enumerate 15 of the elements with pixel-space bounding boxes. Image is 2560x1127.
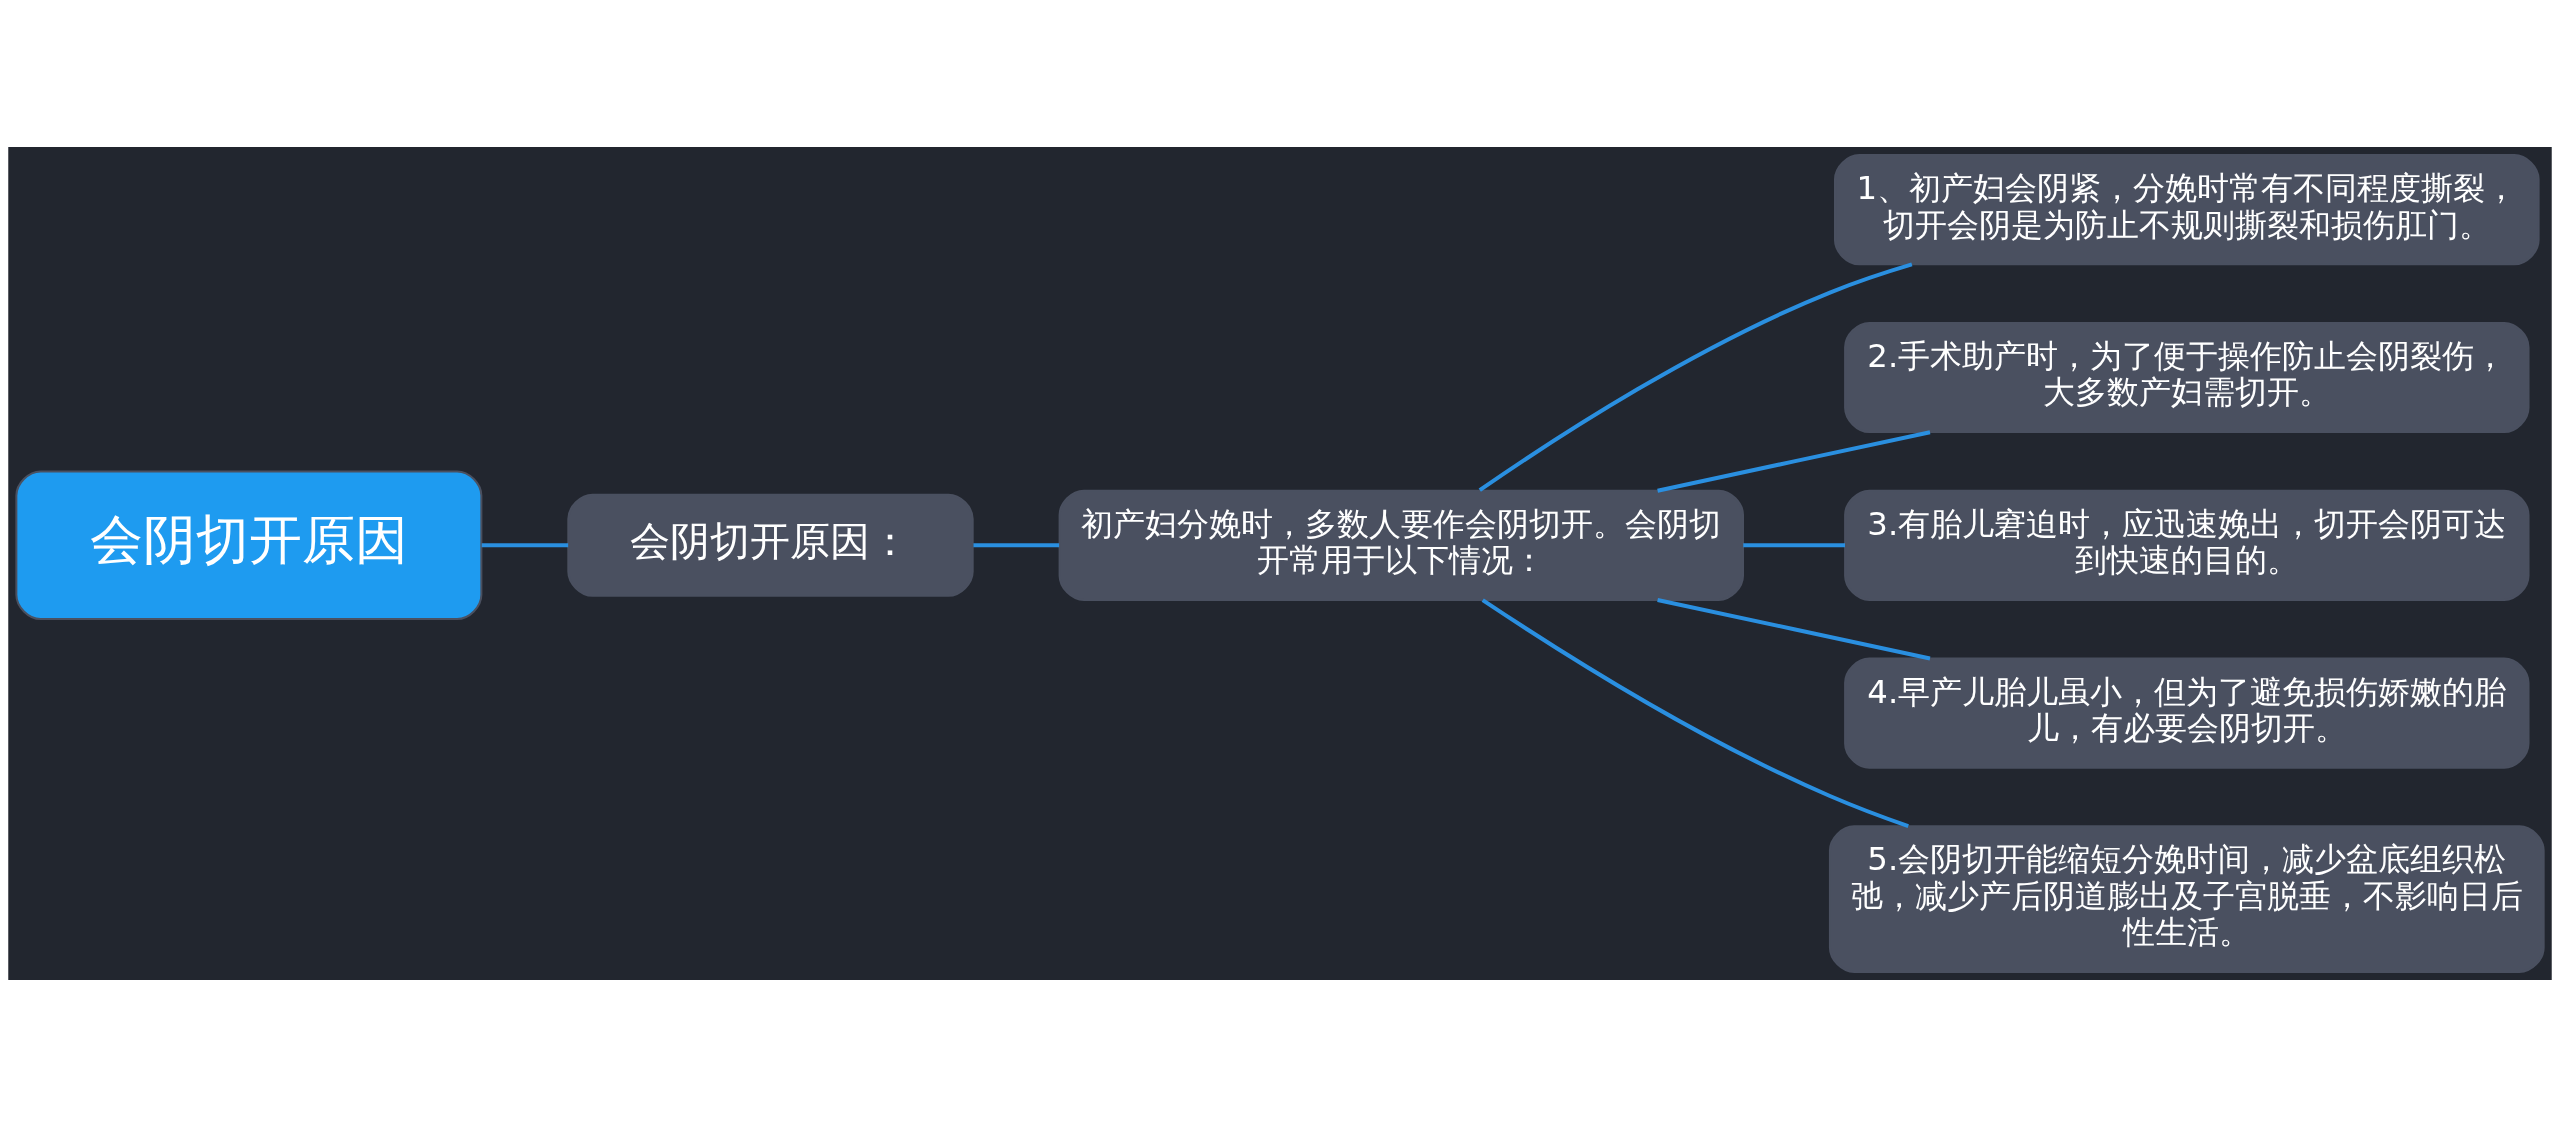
connector bbox=[1657, 430, 1931, 493]
node-box: 会阴切开原因： bbox=[567, 493, 974, 597]
node-box: 初产妇分娩时，多数人要作会阴切开。会阴切开常用于以下情况： bbox=[1058, 489, 1744, 601]
connector bbox=[1478, 262, 1913, 492]
node-box: 2.手术助产时，为了便于操作防止会阴裂伤，大多数产妇需切开。 bbox=[1844, 321, 2530, 434]
node-box: 1、初产妇会阴紧，分娩时常有不同程度撕裂，切开会阴是为防止不规则撕裂和损伤肛门。 bbox=[1834, 154, 2540, 266]
connector bbox=[973, 543, 1060, 548]
connector bbox=[481, 543, 569, 548]
node-box: 4.早产儿胎儿虽小，但为了避免损伤娇嫩的胎儿，有必要会阴切开。 bbox=[1844, 657, 2530, 769]
connector bbox=[1743, 543, 1845, 548]
node-box: 3.有胎儿窘迫时，应迅速娩出，切开会阴可达到快速的目的。 bbox=[1844, 489, 2530, 601]
connector bbox=[1481, 598, 1909, 829]
node-box: 5.会阴切开能缩短分娩时间，减少盆底组织松弛，减少产后阴道膨出及子宫脱垂，不影响日后性生活。 bbox=[1828, 825, 2545, 973]
connector bbox=[1657, 597, 1931, 661]
node-box: 会阴切开原因 bbox=[15, 470, 483, 621]
